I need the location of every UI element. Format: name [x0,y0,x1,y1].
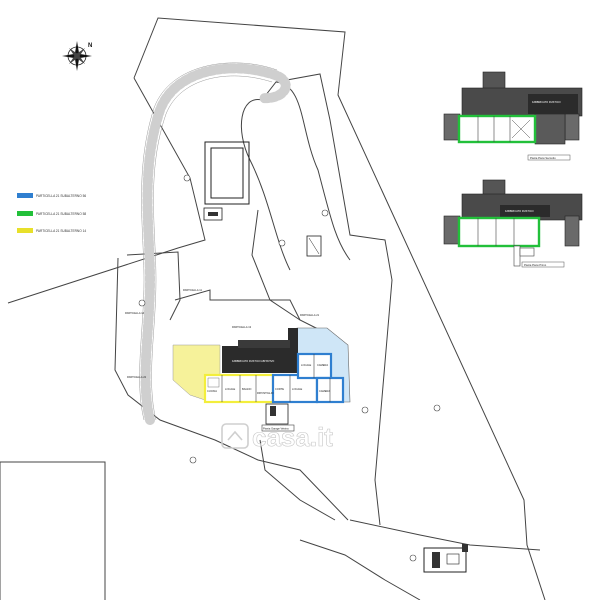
main-building-label: FABBRICATO RUSTICO ABITATIVO [232,359,274,363]
parcel-marker [321,209,329,217]
room-label: RIPOSTIGLIO [257,391,274,395]
parcel-label-11: PARTICELLA 11 [183,288,202,292]
room-label: LOCALE [292,387,303,391]
parcel-line-sw [114,257,349,521]
parcel-marker [278,239,286,247]
legend-label-blue: PARTICELLA 21 SUBALTERNO 56 [36,194,86,198]
legend-swatch-blue [17,193,33,198]
stone-path-edge-b [151,75,273,421]
parcel-label-13: PARTICELLA 13 [232,325,252,329]
main-building-roof: FABBRICATO RUSTICO ABITATIVO [222,328,298,373]
pool-pump-house [203,207,223,221]
parcel-line-river [259,439,336,521]
second-floor-roof-label: FABBRICATO RUSTICO [532,100,561,104]
site-boundary-north [133,17,546,600]
parcel-box-bottom-left [0,461,106,600]
legend-label-yellow: PARTICELLA 21 SUBALTERNO 14 [36,229,86,233]
compass-rose-icon: N [62,41,92,71]
site-boundary-south-2 [299,539,421,600]
watermark: casa.it [221,422,334,452]
legend-label-green: PARTICELLA 21 SUBALTERNO 58 [36,212,86,216]
parcel-label-14: PARTICELLA 14 [125,311,145,315]
parcel-label-22: PARTICELLA 22 [127,375,147,379]
site-boundary-south [349,519,541,551]
site-boundary-road-left [251,209,301,321]
legend-swatch-green [17,211,33,216]
watermark-brand: casa.it [252,422,333,452]
parcel-marker [409,554,417,562]
garden-shed [306,235,322,257]
first-floor-plan: FABBRICATO RUSTICO Pianta Piano Primo [443,179,583,268]
second-floor-plan: FABBRICATO RUSTICO Pianta Piano Secondo [443,71,583,161]
room-label: CUCINA [207,389,217,393]
legend: PARTICELLA 21 SUBALTERNO 56 PARTICELLA 2… [17,193,86,233]
room-label: CORTE [275,387,284,391]
room-label: CAMERA [319,389,330,393]
parcel-marker [361,406,369,414]
parcel-marker [183,174,191,182]
driveway-outer-curve [275,81,351,261]
garage-structure: Pianta Garage Vetrina [261,403,295,432]
garage-label: Pianta Garage Vetrina [263,427,289,431]
swimming-pool [204,141,250,205]
outbuilding [423,544,468,573]
parcel-line-mid [174,289,321,331]
site-boundary-inner [261,73,393,526]
blue-unit [271,352,345,404]
first-floor-roof-label: FABBRICATO RUSTICO [505,209,534,213]
stone-path-edge-a [139,62,278,421]
site-boundary-west [7,77,206,304]
parcel-label-21: PARTICELLA 21 [300,313,320,317]
second-floor-label: Pianta Piano Secondo [530,156,556,160]
yellow-unit [203,373,275,404]
parcel-marker [433,404,441,412]
first-floor-label: Pianta Piano Primo [524,263,547,267]
parcel-marker [189,456,197,464]
legend-swatch-yellow [17,228,33,233]
compass-north-label: N [88,43,92,49]
room-label: LOCALE [225,387,236,391]
room-label: BAGNO [242,387,251,391]
room-label: LOCALE [301,363,312,367]
parcel-marker [138,299,146,307]
stone-path [140,63,291,425]
room-label: CAMERA [317,363,328,367]
